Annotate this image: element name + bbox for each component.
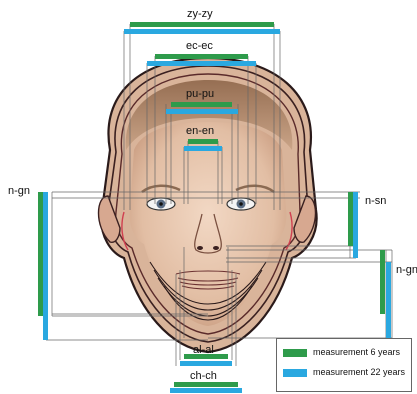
bar-pu-pu-22y	[166, 109, 238, 114]
legend-swatch-green	[283, 349, 307, 357]
legend-swatch-blue	[283, 369, 307, 377]
bar-n-gn-6y	[38, 192, 43, 316]
bar-ch-ch-6y	[174, 382, 238, 387]
label-ec-ec: ec-ec	[186, 40, 213, 52]
label-n-sn: n-sn	[365, 195, 386, 207]
label-en-en: en-en	[186, 125, 214, 137]
label-n-gn-right: n-gn	[396, 264, 417, 276]
label-n-gn: n-gn	[8, 185, 30, 197]
legend-label-22-years: measurement 22 years	[313, 367, 405, 377]
legend: measurement 6 years measurement 22 years	[276, 338, 412, 392]
label-al-al: al-al	[193, 344, 214, 356]
legend-label-6-years: measurement 6 years	[313, 347, 400, 357]
bar-ch-ch-22y	[170, 388, 242, 393]
bar-n-gn-right-22y	[386, 262, 391, 338]
eye-right	[227, 198, 255, 210]
bar-zy-zy-6y	[130, 22, 274, 27]
label-ch-ch: ch-ch	[190, 370, 217, 382]
bar-ec-ec-6y	[155, 54, 248, 59]
bar-n-gn-right-6y	[380, 250, 385, 314]
bar-en-en-6y	[188, 139, 218, 144]
bar-al-al-22y	[180, 361, 232, 366]
bar-ec-ec-22y	[147, 61, 256, 66]
bar-n-sn-22y	[353, 192, 358, 258]
label-zy-zy: zy-zy	[187, 8, 213, 20]
bar-pu-pu-6y	[171, 102, 232, 107]
bar-n-sn-6y	[348, 192, 353, 246]
bar-en-en-22y	[184, 146, 222, 151]
label-pu-pu: pu-pu	[186, 88, 214, 100]
bar-zy-zy-22y	[124, 29, 280, 34]
bar-n-gn-22y	[43, 192, 48, 340]
